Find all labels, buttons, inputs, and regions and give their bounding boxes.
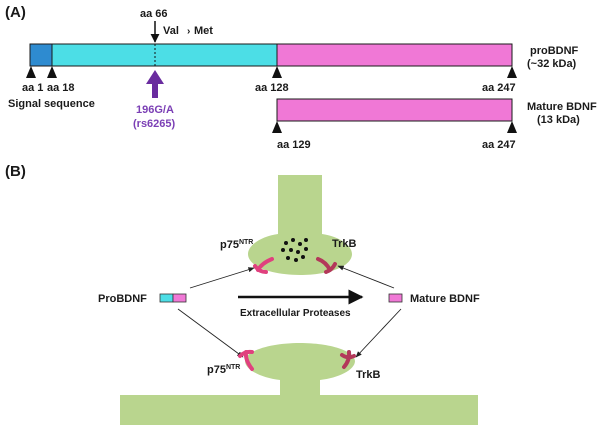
aa128-marker xyxy=(272,66,282,78)
met-label: Met xyxy=(194,25,213,37)
mature-domain-segment xyxy=(276,43,513,67)
prodomain-segment xyxy=(51,43,278,67)
mature-bdnf-box xyxy=(388,293,403,303)
mature-name-label: Mature BDNF xyxy=(527,101,597,113)
aa247-pro-label: aa 247 xyxy=(482,82,516,94)
mature-bdnf-label: Mature BDNF xyxy=(410,293,480,305)
signal-sequence-label: Signal sequence xyxy=(8,98,95,110)
p75-top-label: p75NTR xyxy=(220,239,253,251)
aa1-marker xyxy=(26,66,36,78)
trkb-top-label: TrkB xyxy=(332,238,357,250)
probdnf-prodomain-box xyxy=(159,293,174,303)
aa1-label: aa 1 xyxy=(22,82,43,94)
p75-receptor-top xyxy=(253,257,274,274)
probdnf-name-label: proBDNF xyxy=(530,45,579,57)
aa128-label: aa 128 xyxy=(255,82,289,94)
val-label: Val xyxy=(163,25,179,37)
aa247-pro-marker xyxy=(507,66,517,78)
bdnf-vesicles xyxy=(281,238,308,262)
aa129-label: aa 129 xyxy=(277,139,311,151)
signal-sequence-segment xyxy=(29,43,53,67)
presynaptic-neuron xyxy=(248,175,352,275)
proteases-label: Extracellular Proteases xyxy=(240,308,351,319)
p75-receptor-bottom xyxy=(238,349,254,371)
val-met-arrow: › xyxy=(187,26,190,37)
probdnf-mature-box xyxy=(172,293,187,303)
mature-to-trkb-bottom-arrow xyxy=(355,308,402,358)
probdnf-to-p75-top-arrow xyxy=(189,267,255,289)
probdnf-to-p75-bottom-arrow xyxy=(177,308,244,358)
mature-size-label: (13 kDa) xyxy=(537,114,580,126)
aa247-mature-label: aa 247 xyxy=(482,139,516,151)
probdnf-label: ProBDNF xyxy=(98,293,147,305)
probdnf-size-label: (~32 kDa) xyxy=(527,58,577,70)
trkb-receptor-top xyxy=(316,257,337,274)
aa18-marker xyxy=(47,66,57,78)
aa18-label: aa 18 xyxy=(47,82,75,94)
postsynaptic-neuron xyxy=(120,343,478,425)
panel-a-label: (A) xyxy=(5,4,26,21)
polymorphism-arrow xyxy=(146,70,164,98)
mature-bdnf-bar xyxy=(276,98,513,122)
aa129-marker xyxy=(272,121,282,133)
mature-to-trkb-top-arrow xyxy=(337,265,395,289)
panel-b-label: (B) xyxy=(5,163,26,180)
polymorphism-label: 196G/A xyxy=(136,104,174,116)
rs-id-label: (rs6265) xyxy=(133,118,176,130)
aa66-label: aa 66 xyxy=(140,8,168,20)
p75-bottom-label: p75NTR xyxy=(207,364,240,376)
trkb-receptor-bottom xyxy=(340,350,356,369)
aa247-mature-marker xyxy=(507,121,517,133)
trkb-bottom-label: TrkB xyxy=(356,369,381,381)
